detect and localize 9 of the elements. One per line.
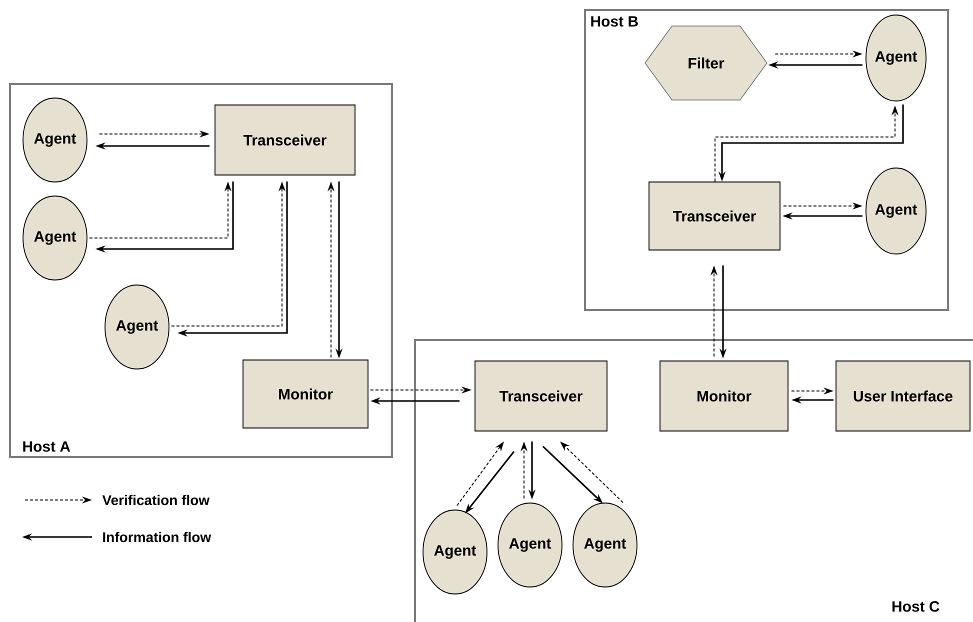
process-box: Transceiver [474,360,608,432]
process-box: User Interface [836,360,970,432]
process-box: Monitor [660,360,788,432]
legend-label: Information flow [103,532,212,542]
filter-hexagon: Filter [644,26,768,100]
legend-label: Verification flow [102,494,210,506]
process-box: Monitor [242,360,368,428]
process-box: Transceiver [214,104,356,176]
process-box: Transceiver [648,182,780,250]
